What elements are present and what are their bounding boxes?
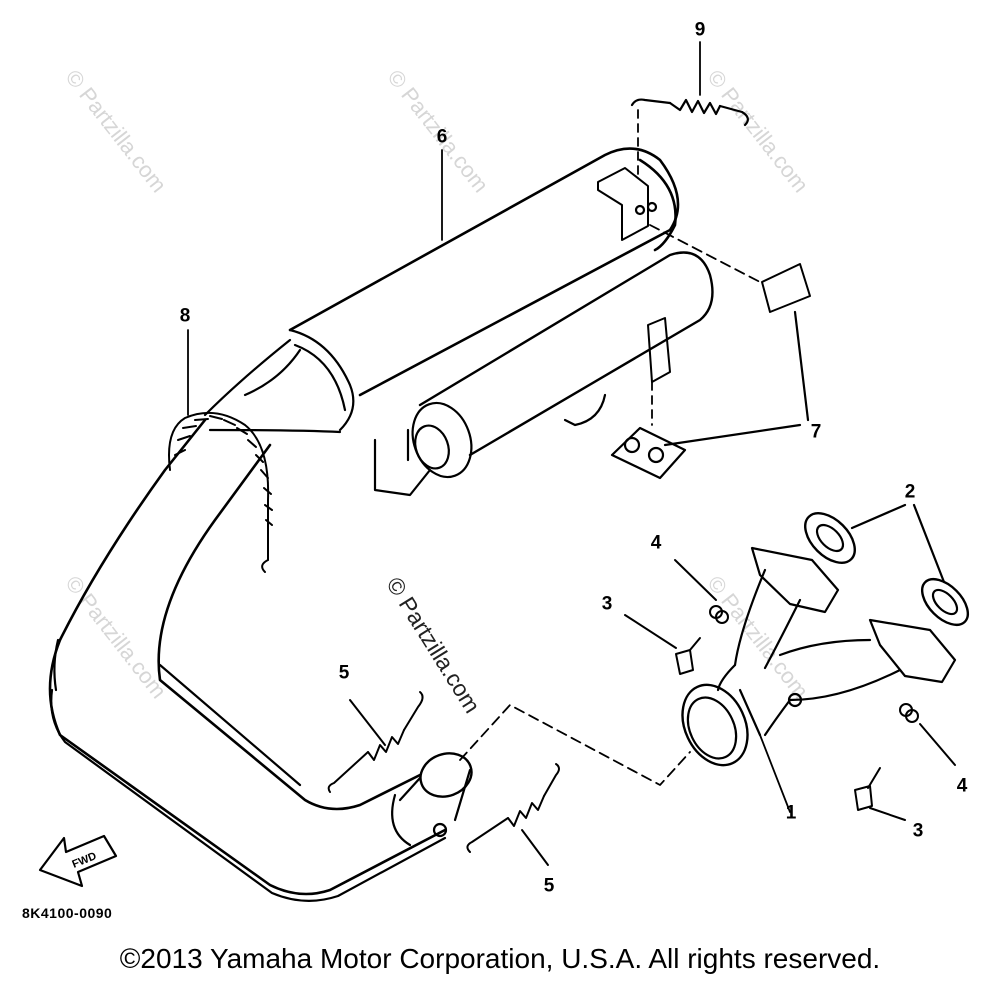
callout-5b: 5 <box>543 875 555 897</box>
copyright-notice: ©2013 Yamaha Motor Corporation, U.S.A. A… <box>119 943 881 974</box>
gaskets-2 <box>804 503 970 627</box>
callout-5a: 5 <box>338 662 350 684</box>
fwd-label: FWD <box>71 850 99 871</box>
callout-2: 2 <box>904 481 916 503</box>
callout-4a: 4 <box>650 532 662 554</box>
fwd-arrow: FWD <box>38 834 118 888</box>
muffler <box>203 147 714 497</box>
assembly-leader <box>187 41 791 813</box>
springs-5 <box>327 691 560 866</box>
callout-6: 6 <box>436 126 448 148</box>
callout-3a: 3 <box>601 593 613 615</box>
y-joint-pipe <box>681 546 957 767</box>
callout-1: 1 <box>785 802 797 824</box>
spring-9 <box>630 98 749 181</box>
callout-4b: 4 <box>956 775 968 797</box>
callout-7: 7 <box>810 421 822 443</box>
coil-spring-8 <box>168 411 273 573</box>
diagram-code: 8K4100-0090 <box>22 905 113 921</box>
header-pipe <box>48 418 473 902</box>
callout-8: 8 <box>179 305 191 327</box>
callout-9: 9 <box>694 19 706 41</box>
fasteners <box>624 559 956 821</box>
callout-3b: 3 <box>912 820 924 842</box>
brackets-7 <box>597 167 811 480</box>
